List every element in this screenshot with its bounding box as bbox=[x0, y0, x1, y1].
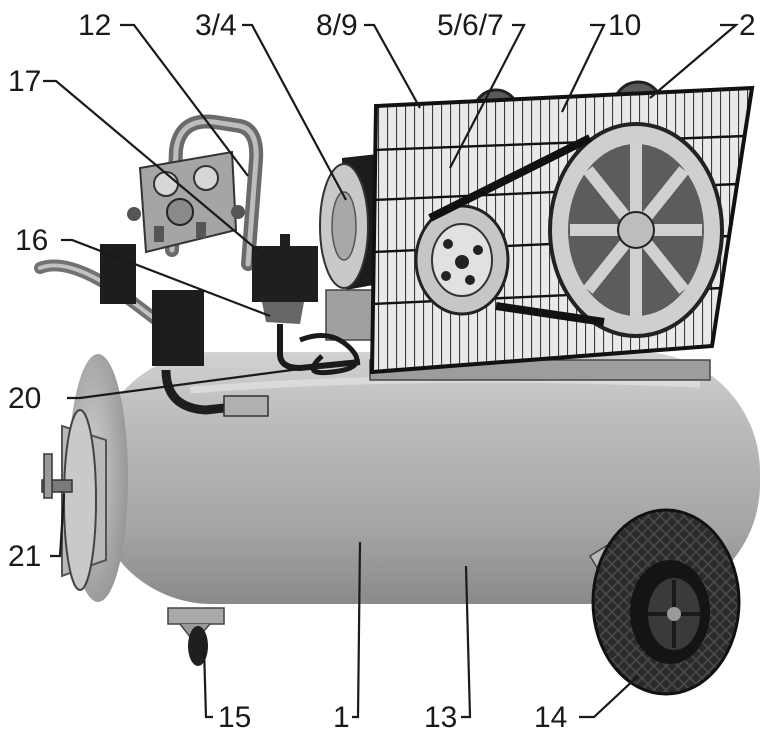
label-8-9: 8/9 bbox=[316, 9, 358, 42]
label-12: 12 bbox=[78, 9, 111, 42]
label-5-6-7: 5/6/7 bbox=[437, 9, 504, 42]
callout-labels: 12 3/4 8/9 5/6/7 10 2 17 16 20 21 15 1 1… bbox=[8, 9, 756, 732]
label-21: 21 bbox=[8, 540, 41, 573]
tank-end-flange bbox=[61, 409, 107, 591]
label-13: 13 bbox=[424, 701, 457, 732]
label-17: 17 bbox=[8, 65, 41, 98]
label-1: 1 bbox=[333, 701, 350, 732]
flywheel bbox=[548, 122, 724, 338]
label-20: 20 bbox=[8, 382, 41, 415]
label-2: 2 bbox=[739, 9, 756, 42]
label-14: 14 bbox=[534, 701, 567, 732]
drain-valve bbox=[41, 453, 73, 499]
label-10: 10 bbox=[608, 9, 641, 42]
motor-pulley bbox=[414, 204, 510, 316]
air-hose bbox=[299, 333, 360, 376]
front-caster bbox=[167, 607, 225, 666]
motor bbox=[319, 152, 400, 290]
handle-brackets bbox=[100, 244, 269, 417]
label-15: 15 bbox=[218, 701, 251, 732]
label-3-4: 3/4 bbox=[195, 9, 237, 42]
callout-leaders bbox=[43, 23, 739, 719]
regulator-panel bbox=[127, 150, 245, 254]
label-16: 16 bbox=[15, 224, 48, 257]
rear-wheel bbox=[591, 508, 741, 696]
drive-belt bbox=[428, 134, 605, 326]
